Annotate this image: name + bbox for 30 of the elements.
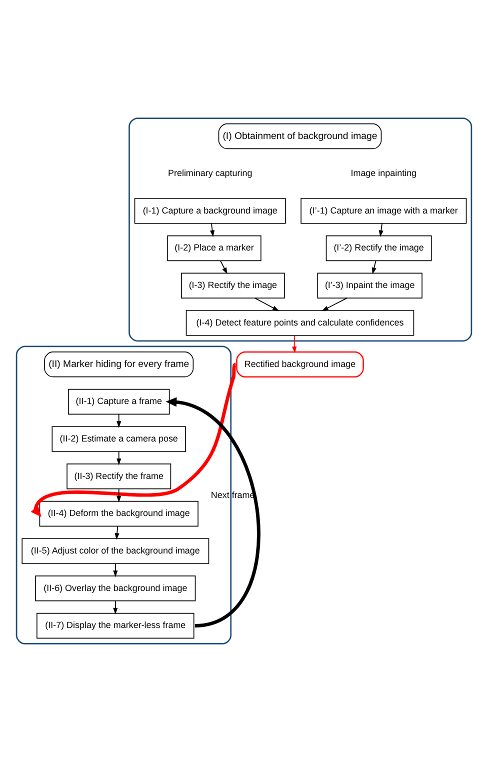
node-box: (II-4) Deform the background image (39, 500, 198, 527)
node-box: (I-4) Detect feature points and calculate confidences (186, 310, 414, 336)
arrow (114, 526, 120, 540)
node-box: (II-5) Adjust color of the background image (22, 538, 210, 564)
node-box: (II-7) Display the marker-less frame (36, 612, 194, 639)
arrow (254, 298, 280, 312)
node-box: Rectified background image (236, 351, 364, 378)
arrow (116, 488, 122, 502)
arrow (210, 222, 215, 237)
arrow (292, 334, 297, 354)
node-box: (I-2) Place a marker (167, 235, 262, 262)
arrow (116, 414, 122, 428)
node-box: (II-1) Capture a frame (68, 388, 170, 415)
node-box: (I’-1) Capture an image with a marker (300, 198, 467, 224)
node-box: (II-6) Overlay the background image (35, 576, 196, 602)
node-box: (I’-2) Rectify the image (326, 235, 432, 262)
node-box: (II-3) Rectify the frame (66, 464, 172, 490)
arrow (116, 451, 122, 466)
node-box: (II-2) Estimate a camera pose (52, 426, 186, 452)
arrow (113, 600, 118, 614)
arrow (166, 397, 260, 628)
arrow (322, 298, 348, 312)
label: Image inpainting (350, 168, 417, 178)
node-box: (I-1) Capture a background image (134, 198, 286, 224)
arrow (113, 563, 118, 578)
label: Preliminary capturing (168, 168, 252, 178)
node-box: (I’-3) Inpaint the image (317, 272, 422, 298)
arrow (220, 260, 228, 274)
node-box: (I-3) Rectify the image (181, 272, 285, 298)
arrow (378, 222, 384, 237)
